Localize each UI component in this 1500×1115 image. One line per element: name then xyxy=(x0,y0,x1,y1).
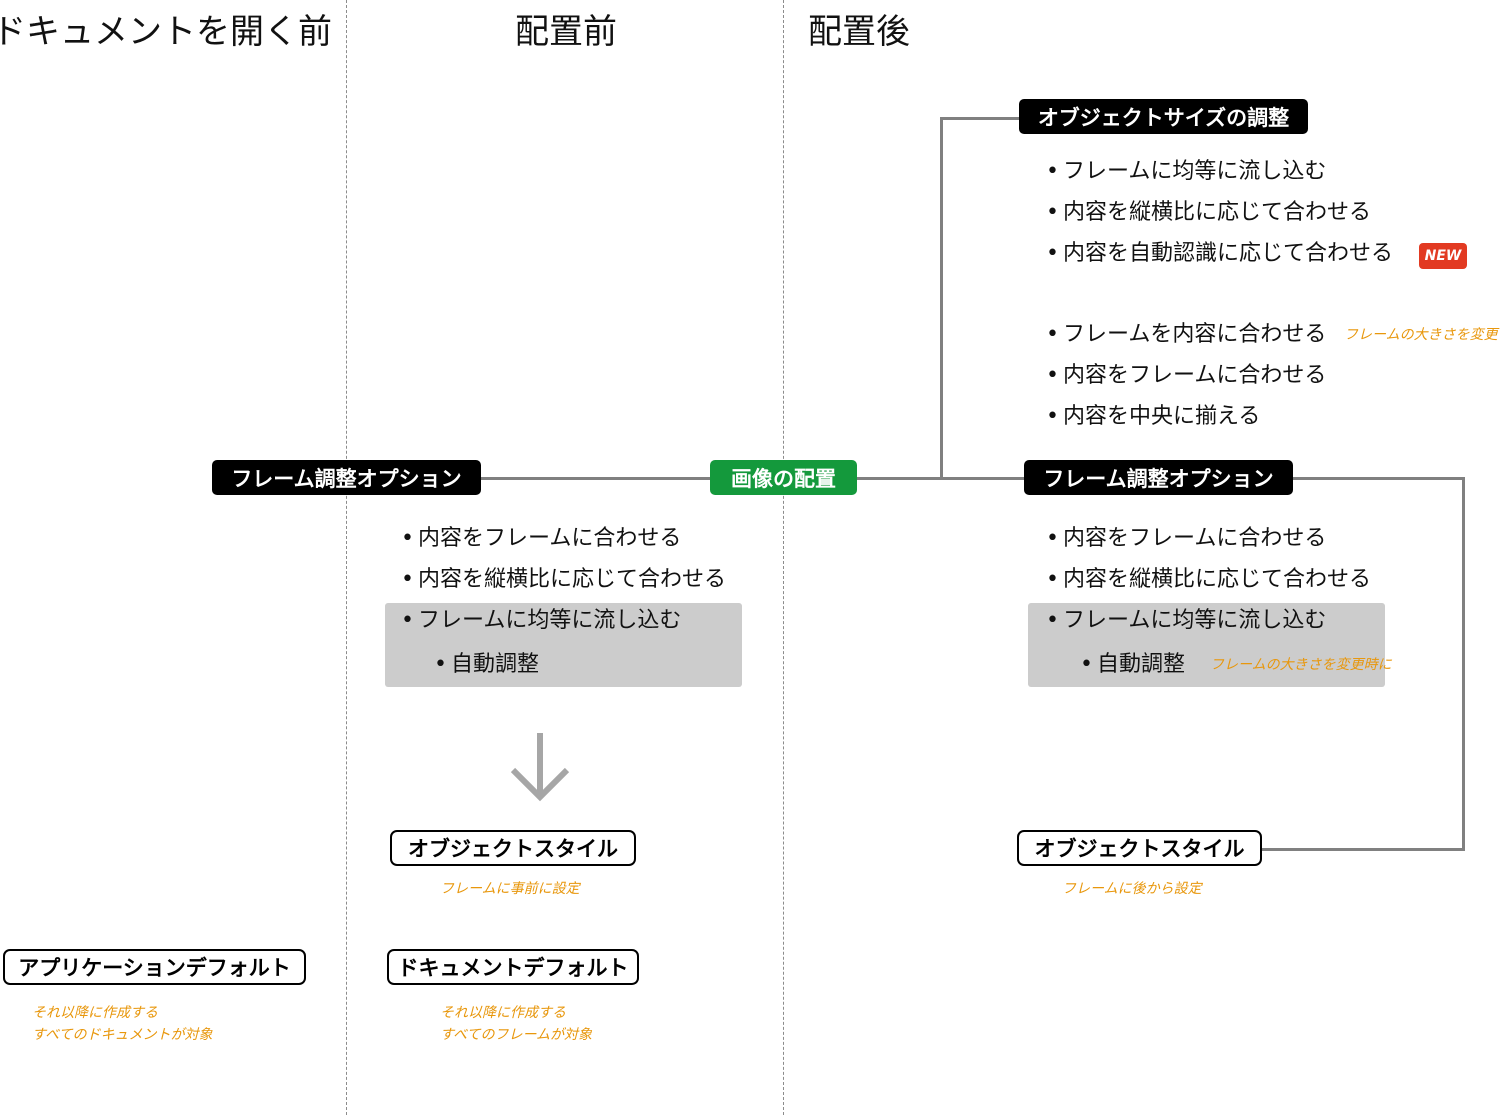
column-title-after-place: 配置後 xyxy=(808,12,910,52)
connector-right-out xyxy=(1291,477,1465,480)
right-auto-fit: 自動調整 xyxy=(1080,654,1185,676)
connector-left-to-place xyxy=(478,477,714,480)
left-option-item-2: 内容を縦横比に応じて合わせる xyxy=(401,569,726,591)
left-auto-fit: 自動調整 xyxy=(434,654,539,676)
note-app-default-line-1: それ以降に作成する xyxy=(32,1005,158,1021)
object-size-item-1: フレームに均等に流し込む xyxy=(1046,161,1326,183)
right-option-item-3: フレームに均等に流し込む xyxy=(1046,610,1326,632)
application-default-label: アプリケーションデフォルト xyxy=(3,949,306,985)
column-divider-2 xyxy=(783,0,784,1115)
arrow-down-icon xyxy=(510,733,570,802)
note-object-style-left: フレームに事前に設定 xyxy=(440,881,580,897)
column-title-before-place: 配置前 xyxy=(515,12,617,52)
object-size-item-5: 内容をフレームに合わせる xyxy=(1046,365,1326,387)
connector-to-object-style xyxy=(1260,848,1465,851)
frame-options-label-left: フレーム調整オプション xyxy=(212,460,481,495)
note-auto-fit: フレームの大きさを変更時に xyxy=(1210,657,1392,673)
left-option-item-1: 内容をフレームに合わせる xyxy=(401,528,681,550)
connector-to-object-size xyxy=(940,117,1022,120)
object-style-label-right: オブジェクトスタイル xyxy=(1017,830,1262,866)
place-image-label: 画像の配置 xyxy=(710,460,857,495)
object-size-label: オブジェクトサイズの調整 xyxy=(1019,99,1308,134)
note-app-default-line-2: すべてのドキュメントが対象 xyxy=(32,1027,213,1043)
left-option-item-3: フレームに均等に流し込む xyxy=(401,610,681,632)
new-badge: NEW xyxy=(1419,243,1467,269)
connector-vertical-up xyxy=(940,117,943,479)
object-size-item-3: 内容を自動認識に応じて合わせる xyxy=(1046,243,1393,265)
note-frame-size: フレームの大きさを変更 xyxy=(1344,327,1498,343)
object-style-label-left: オブジェクトスタイル xyxy=(390,830,636,866)
column-divider-1 xyxy=(346,0,347,1115)
note-object-style-right: フレームに後から設定 xyxy=(1062,881,1202,897)
object-size-item-4: フレームを内容に合わせる xyxy=(1046,324,1326,346)
right-option-item-1: 内容をフレームに合わせる xyxy=(1046,528,1326,550)
object-size-item-2: 内容を縦横比に応じて合わせる xyxy=(1046,202,1371,224)
note-doc-default-line-2: すべてのフレームが対象 xyxy=(440,1027,593,1043)
right-option-item-2: 内容を縦横比に応じて合わせる xyxy=(1046,569,1371,591)
note-doc-default-line-1: それ以降に作成する xyxy=(440,1005,566,1021)
connector-vertical-down xyxy=(1462,477,1465,851)
object-size-item-6: 内容を中央に揃える xyxy=(1046,406,1260,428)
frame-options-label-right: フレーム調整オプション xyxy=(1024,460,1293,495)
document-default-label: ドキュメントデフォルト xyxy=(387,949,639,985)
column-title-before-open: ドキュメントを開く前 xyxy=(0,12,332,52)
